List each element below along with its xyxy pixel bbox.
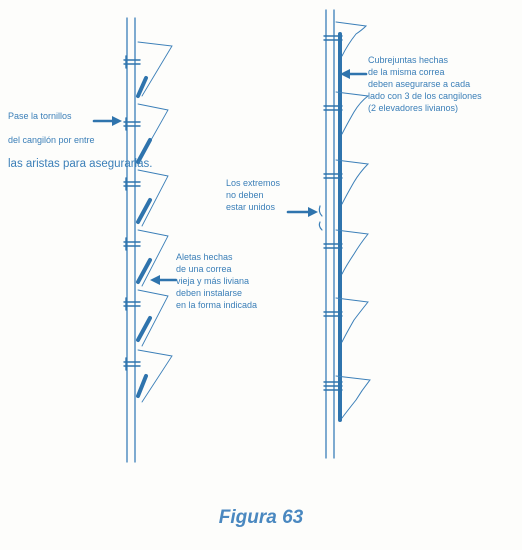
left-fin-4	[136, 258, 152, 284]
tornillos-arrow-head	[112, 116, 122, 126]
left-clamp-2	[123, 117, 141, 131]
right-elevator	[286, 9, 371, 459]
left-clamp-4	[123, 237, 141, 251]
right-clamp-3	[323, 173, 343, 179]
label-aletas: Aletas hechas de una correa vieja y más …	[176, 252, 258, 310]
left-fin-5	[136, 316, 152, 342]
right-clamp-1	[323, 35, 343, 41]
left-bucket-6	[137, 349, 173, 403]
label-tornillos-line1: Pase la tornillos	[8, 111, 72, 121]
left-bucket-5	[137, 289, 169, 347]
right-bucket-6	[335, 375, 371, 419]
label-tornillos-line2: del cangilón por entre	[8, 135, 95, 145]
right-belt-joint-lower	[318, 221, 323, 231]
left-fin-1	[136, 76, 148, 98]
right-bucket-5	[335, 297, 369, 343]
label-tornillos-line3: las aristas para asegurarlas.	[8, 158, 153, 170]
left-clamp-3	[123, 177, 141, 191]
right-clamp-2	[323, 105, 343, 111]
left-clamp-5	[123, 297, 141, 311]
right-clamp-5	[323, 311, 343, 317]
left-fin-6	[136, 374, 148, 398]
label-cubrejuntas: Cubrejuntas hechas de la misma correa de…	[368, 55, 482, 113]
right-bucket-4	[335, 229, 369, 275]
right-bucket-3	[335, 159, 370, 205]
figure-caption: Figura 63	[218, 507, 304, 528]
left-elevator	[92, 17, 178, 463]
label-tornillos: Pase la tornillos del cangilón por entre…	[8, 98, 158, 182]
left-fin-3	[136, 198, 152, 224]
left-bucket-1	[137, 41, 173, 97]
right-bucket-1	[335, 21, 368, 57]
right-clamp-6	[323, 381, 343, 391]
cubrejuntas-arrow-head	[340, 69, 350, 79]
label-extremos: Los extremos no deben estar unidos	[226, 178, 281, 212]
left-fin-2	[136, 138, 152, 164]
right-clamp-4	[323, 243, 343, 249]
left-bucket-4	[137, 229, 169, 287]
left-clamp-6	[123, 357, 141, 371]
right-belt-joint-upper	[318, 205, 323, 217]
left-clamp-1	[123, 55, 141, 69]
aletas-arrow-head	[150, 275, 160, 285]
right-bucket-2	[335, 91, 370, 135]
extremos-arrow-head	[308, 207, 318, 217]
left-bucket-3	[137, 169, 169, 227]
